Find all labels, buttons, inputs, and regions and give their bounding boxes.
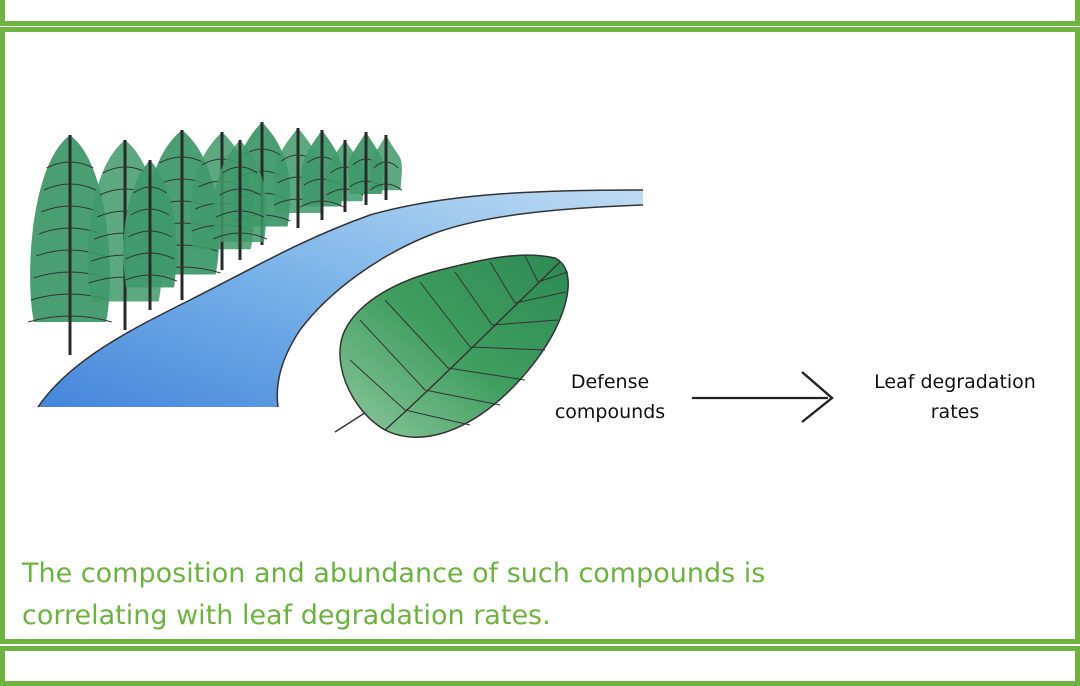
- tree-branch: [130, 208, 170, 216]
- tree-branch: [300, 200, 344, 208]
- source-label-line2: compounds: [554, 401, 666, 423]
- tree-branch: [159, 156, 205, 164]
- tree-branch: [28, 315, 112, 323]
- caption-line1: The composition and abundance of such co…: [22, 558, 766, 589]
- tree-branch: [43, 183, 97, 191]
- target-label-line2: rates: [930, 401, 980, 423]
- tree-branch: [369, 183, 403, 191]
- caption-line2: correlating with leaf degradation rates.: [22, 600, 551, 631]
- leaf-illustration: [334, 254, 569, 438]
- top-panel: g: [0, 0, 1080, 26]
- tree-branch: [133, 186, 167, 194]
- tree-branch: [219, 188, 261, 196]
- tree-branch: [222, 166, 258, 174]
- tree-branch: [373, 161, 399, 169]
- tree-branch: [216, 210, 264, 218]
- forest-illustration: [28, 122, 403, 355]
- source-label-line1: Defense: [570, 371, 650, 393]
- river-illustration: [37, 189, 644, 408]
- tree-branch: [125, 252, 175, 260]
- tree-branch: [123, 274, 177, 282]
- source-label: Defense compounds: [540, 367, 680, 427]
- tree-branch: [128, 230, 172, 238]
- target-label-line1: Leaf degradation: [874, 371, 1036, 393]
- tree-branch: [212, 232, 268, 240]
- caption: The composition and abundance of such co…: [22, 553, 922, 637]
- tree-branch: [46, 161, 94, 169]
- target-label: Leaf degradation rates: [850, 367, 1060, 427]
- arrow-right-icon: [692, 371, 834, 423]
